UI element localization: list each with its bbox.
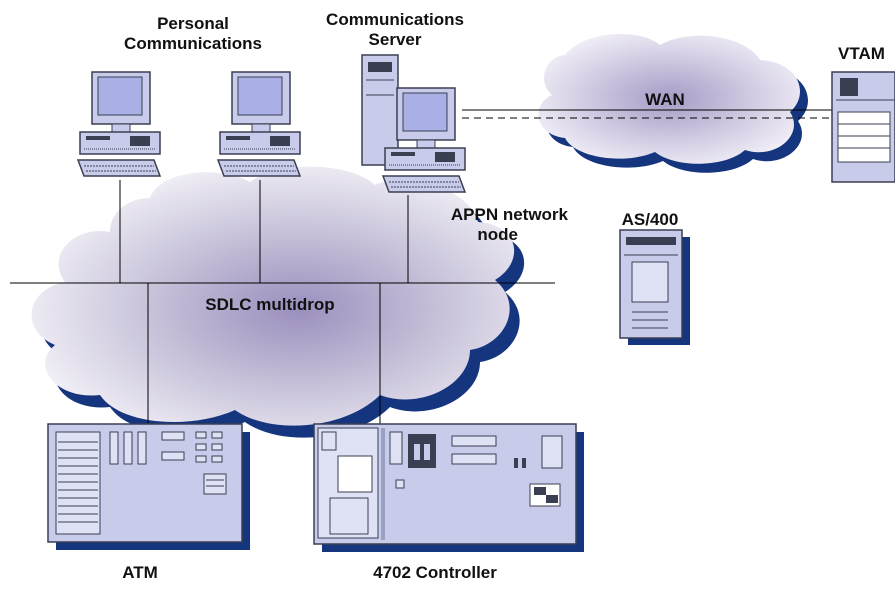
vtam-label: VTAM	[838, 44, 885, 63]
workstation-2	[216, 71, 302, 177]
controller-4702-label: 4702 Controller	[373, 563, 497, 582]
communications-server-label: Communications Server	[320, 10, 470, 50]
atm-machine	[47, 423, 250, 550]
connection-lines	[10, 109, 832, 425]
personal-communications-line1: Personal	[157, 14, 229, 33]
wan-cloud	[538, 33, 808, 173]
wan-label: WAN	[645, 90, 685, 109]
as400-label: AS/400	[621, 210, 679, 229]
sdlc-multidrop-label: SDLC multidrop	[205, 295, 335, 314]
appn-network-node-line1: APPN network	[450, 205, 568, 224]
wan-cloud-body	[538, 33, 800, 164]
sdlc-cloud-body	[31, 166, 515, 426]
communications-server	[361, 54, 467, 193]
communications-server-line1: Communications	[326, 10, 464, 29]
sdlc-cloud	[31, 166, 525, 438]
atm-label: ATM	[122, 563, 158, 582]
personal-communications-label: Personal Communications	[118, 14, 268, 54]
communications-server-line2: Server	[368, 30, 422, 49]
workstation-1	[76, 71, 162, 177]
appn-network-node-label: APPN network node	[400, 205, 568, 245]
vtam-host	[831, 71, 895, 183]
controller-4702	[313, 423, 584, 552]
appn-network-node-line2: node	[477, 225, 518, 244]
personal-communications-line2: Communications	[124, 34, 262, 53]
as400-system	[619, 229, 690, 345]
